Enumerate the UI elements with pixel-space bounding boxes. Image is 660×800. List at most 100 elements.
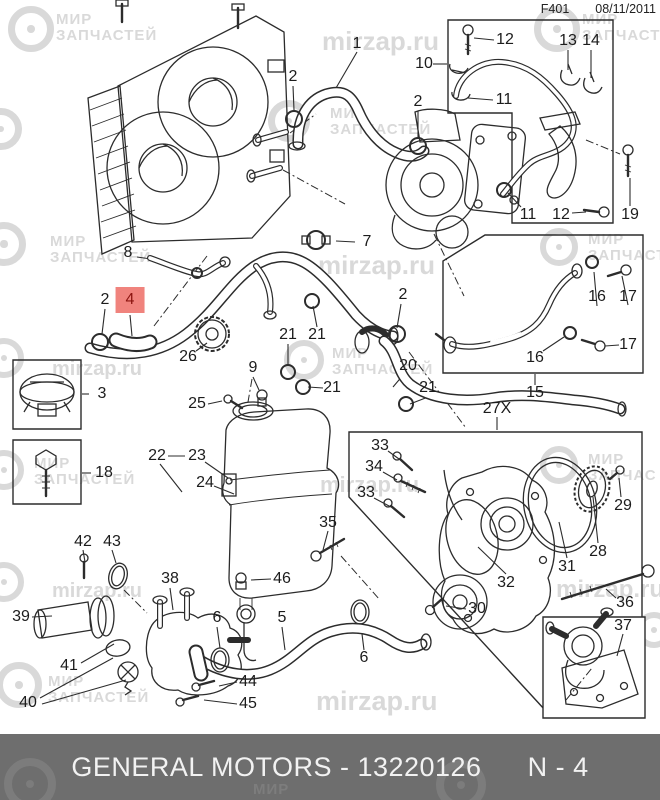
- leader-line: [213, 485, 235, 495]
- leader-line: [477, 546, 507, 575]
- callout-11: 11: [519, 206, 537, 223]
- callout-25: 25: [188, 395, 206, 412]
- callout-15: 15: [526, 384, 544, 401]
- leader-line: [396, 303, 402, 329]
- watermark-logo-icon: [0, 108, 22, 150]
- callout-3: 3: [97, 385, 107, 402]
- callout-45: 45: [239, 695, 257, 712]
- callout-6: 6: [212, 609, 222, 626]
- bolt-18-inset: [35, 449, 57, 498]
- footer-page-ref: N - 4: [527, 751, 589, 782]
- leader-line: [604, 344, 620, 347]
- callout-1: 1: [352, 35, 362, 52]
- vent-hose-8: [147, 255, 231, 279]
- leader-line: [571, 211, 587, 214]
- leader-line: [41, 679, 127, 705]
- callout-37: 37: [614, 617, 632, 634]
- leader-line: [169, 587, 174, 611]
- leader-line: [101, 308, 106, 335]
- leader-line: [159, 463, 183, 493]
- callout-22: 22: [148, 447, 166, 464]
- leader-line: [373, 497, 392, 508]
- callout-2: 2: [398, 286, 408, 303]
- aux-water-pump: [545, 607, 639, 709]
- callout-19: 19: [621, 206, 639, 223]
- watermark-url: mirzap.ru: [316, 686, 438, 716]
- watermark-logo-icon: [0, 562, 24, 602]
- callout-33: 33: [357, 484, 375, 501]
- callout-21: 21: [323, 379, 341, 396]
- callout-2: 2: [100, 291, 110, 308]
- radiator-fan-assembly: [87, 0, 291, 255]
- clamp-3-inset: [19, 373, 75, 417]
- callout-46: 46: [273, 570, 291, 587]
- callout-40: 40: [19, 694, 37, 711]
- leader-line: [252, 376, 260, 391]
- assembly-dash-line: [585, 139, 621, 155]
- leader-line: [82, 549, 86, 563]
- footer-bar: [0, 734, 660, 800]
- callout-28: 28: [589, 543, 607, 560]
- watermark-text: МИР: [253, 781, 290, 798]
- inset-box-heater-pipes: [447, 19, 614, 224]
- watermark-logo-icon: [436, 760, 486, 800]
- leader-line: [111, 549, 117, 564]
- watermark-url: mirzap.ru: [52, 580, 143, 602]
- watermark-logo-icon: [8, 6, 54, 52]
- callout-16: 16: [526, 349, 544, 366]
- leader-line: [593, 271, 598, 307]
- callout-24: 24: [196, 474, 214, 491]
- sheet-date: 08/11/2011: [595, 2, 656, 16]
- leader-line: [203, 699, 238, 705]
- leader-line: [322, 530, 329, 551]
- leader-line: [621, 275, 629, 306]
- heater-pipe-assembly: [448, 24, 634, 218]
- upper-hose-1: [246, 86, 430, 183]
- leader-line: [216, 626, 221, 649]
- callout-17: 17: [619, 288, 637, 305]
- leader-line: [39, 657, 114, 699]
- callout-23: 23: [188, 447, 206, 464]
- inset-box-bolt: [12, 439, 82, 505]
- leader-line: [250, 578, 272, 581]
- sheet-code: F401: [540, 2, 570, 16]
- assembly-dash-line: [340, 555, 381, 601]
- leader-line: [467, 97, 494, 101]
- inset-box-coolant-pipe: [442, 234, 644, 374]
- turbocharger: [385, 108, 527, 250]
- watermark-url: mirzap.ru: [318, 250, 436, 280]
- watermark-logo-icon: [540, 228, 578, 266]
- leader-line: [542, 336, 565, 352]
- callout-2: 2: [288, 68, 298, 85]
- callout-4-highlighted: 4: [115, 287, 145, 313]
- callout-11: 11: [495, 91, 513, 108]
- callout-7: 7: [362, 233, 372, 250]
- callout-38: 38: [161, 570, 179, 587]
- footer-title: GENERAL MOTORS - 13220126 N - 4: [0, 734, 660, 800]
- water-pump-assembly: [383, 451, 655, 635]
- callout-21: 21: [308, 326, 326, 343]
- assembly-dash-line: [433, 233, 465, 297]
- callout-32: 32: [497, 574, 515, 591]
- lower-radiator-hose: [84, 230, 406, 395]
- assembly-dash-line: [123, 589, 148, 614]
- bolt-35: [310, 537, 346, 562]
- callout-35: 35: [319, 514, 337, 531]
- callout-12: 12: [496, 31, 514, 48]
- leader-line: [292, 85, 295, 111]
- assembly-dash-line: [153, 255, 208, 327]
- assembly-dash-line: [565, 667, 593, 701]
- leader-line: [80, 643, 115, 664]
- callout-12: 12: [552, 206, 570, 223]
- watermark-logo-icon: [0, 450, 24, 490]
- leader-line: [618, 477, 622, 498]
- inset-box-aux-pump: [542, 616, 646, 719]
- coolant-tank: [194, 316, 340, 662]
- callout-5: 5: [277, 609, 287, 626]
- callout-9: 9: [248, 359, 258, 376]
